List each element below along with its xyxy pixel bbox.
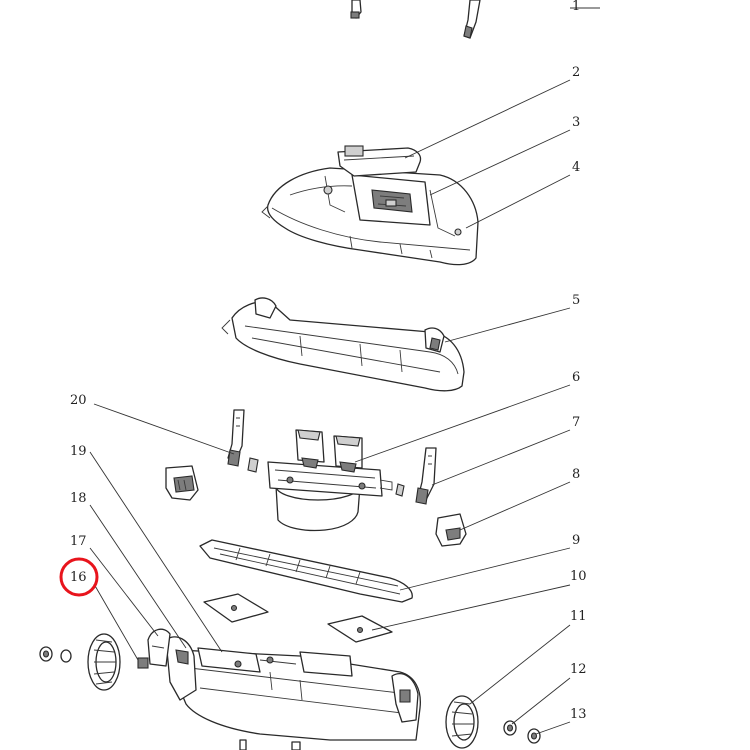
part-13-washer xyxy=(527,728,541,744)
part-8-small-latch xyxy=(435,513,467,547)
leader-7 xyxy=(431,429,571,486)
leader-19 xyxy=(89,451,223,653)
leader-10 xyxy=(371,584,571,631)
part-20-side-clip xyxy=(227,409,259,473)
part-9-filter-plate xyxy=(199,539,413,603)
callout-16: 16 xyxy=(70,570,87,585)
callout-13: 13 xyxy=(570,707,587,722)
leader-2 xyxy=(404,79,571,159)
highlight-circle-16 xyxy=(59,557,99,597)
leader-8 xyxy=(459,481,571,531)
part-17-side-cap xyxy=(137,628,171,669)
part-5-frame xyxy=(221,297,465,392)
part-7-side-clip xyxy=(395,447,437,505)
small-latch-left xyxy=(165,465,199,501)
callout-19: 19 xyxy=(70,444,87,459)
callout-2: 2 xyxy=(572,65,580,80)
callout-4: 4 xyxy=(572,160,580,175)
end-bracket-right xyxy=(391,673,419,723)
part-6-pump-motor xyxy=(267,429,393,532)
leader-18 xyxy=(89,504,187,649)
leader-12 xyxy=(511,677,571,725)
part-18-end-bracket-left xyxy=(165,636,197,701)
part-10-pads xyxy=(203,593,393,643)
leader-13 xyxy=(535,721,571,735)
part-3-cover-latch xyxy=(351,174,431,226)
callout-3: 3 xyxy=(572,115,580,130)
callout-10: 10 xyxy=(570,569,587,584)
callout-1: 1 xyxy=(572,0,580,14)
callout-labels: 1 2 3 4 5 6 7 8 9 10 11 12 13 20 19 18 1… xyxy=(70,0,587,722)
callout-8: 8 xyxy=(572,467,580,482)
part-12-nut xyxy=(503,720,517,736)
leader-20 xyxy=(93,403,235,455)
leader-lines xyxy=(89,7,600,735)
part-19-base-body xyxy=(175,647,421,741)
callout-11: 11 xyxy=(570,609,587,624)
callout-20: 20 xyxy=(70,393,87,408)
callout-6: 6 xyxy=(572,370,580,385)
wheel-left xyxy=(87,633,121,691)
leader-6 xyxy=(354,384,571,463)
callout-5: 5 xyxy=(572,293,580,308)
callout-18: 18 xyxy=(70,491,87,506)
leader-11 xyxy=(469,624,571,705)
part-11-wheel-right xyxy=(445,695,479,749)
callout-17: 17 xyxy=(70,534,87,549)
leader-5 xyxy=(444,307,571,343)
leader-4 xyxy=(465,174,571,229)
callout-12: 12 xyxy=(570,662,587,677)
bottom-fasteners xyxy=(239,739,301,750)
callout-9: 9 xyxy=(572,533,580,548)
leader-9 xyxy=(399,547,571,591)
leader-16 xyxy=(93,583,139,661)
callout-7: 7 xyxy=(572,415,580,430)
leader-17 xyxy=(89,547,159,637)
nuts-left xyxy=(39,646,72,663)
leader-3 xyxy=(429,129,571,196)
part-2-handle-lid xyxy=(337,145,422,177)
part-1-handle-clips xyxy=(350,0,481,39)
